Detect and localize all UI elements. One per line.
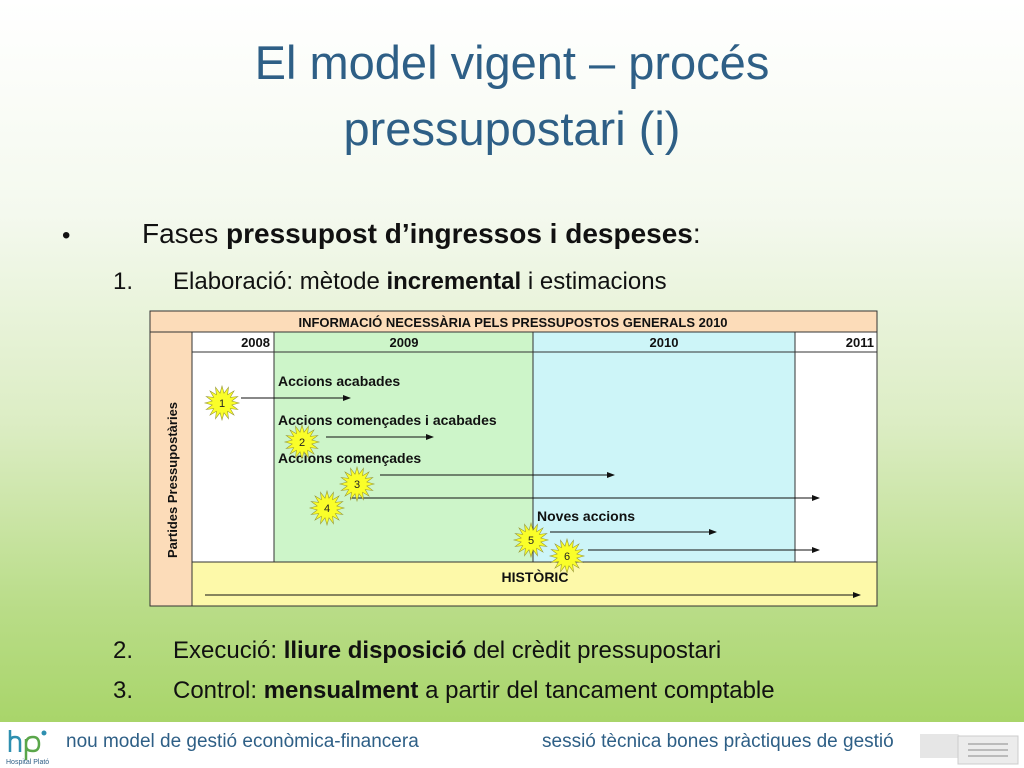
footer-left-text: nou model de gestió econòmica-financera <box>66 731 419 752</box>
item-1-prefix: Elaboració: mètode <box>173 268 387 295</box>
title-line-1: El model vigent – procés <box>254 36 770 89</box>
year-label-2009: 2009 <box>390 335 419 350</box>
marker-label-2: 2 <box>299 437 305 449</box>
label-accions-comencades-acabades: Accions començades i acabades <box>278 412 497 428</box>
body-cell-2009 <box>273 351 534 563</box>
marker-label-3: 3 <box>354 479 360 491</box>
year-label-2008: 2008 <box>241 335 270 350</box>
item-2-prefix: Execució: <box>173 637 284 664</box>
side-label: Partides Pressupostàries <box>165 402 180 558</box>
historic-cell <box>191 561 878 607</box>
marker-star-6: 6 <box>548 537 586 575</box>
footer-nav-arrow-icon <box>920 734 1019 765</box>
marker-label-1: 1 <box>219 398 225 410</box>
item-number-3: 3. <box>113 677 134 704</box>
year-label-2011: 2011 <box>846 335 874 350</box>
bullet-text: Fases pressupost d’ingressos i despeses: <box>142 218 701 250</box>
label-noves-accions: Noves accions <box>537 508 635 524</box>
bullet-bold: pressupost d’ingressos i despeses <box>226 218 693 249</box>
item-text-2: Execució: lliure disposició del crèdit p… <box>173 637 721 665</box>
marker-star-5: 5 <box>512 521 550 559</box>
footer: Hospital Plató nou model de gestió econò… <box>0 722 1024 768</box>
item-number-1: 1. <box>113 268 134 295</box>
item-3-suffix: a partir del tancament comptable <box>418 677 775 704</box>
hospital-plato-logo: Hospital Plató <box>6 730 49 766</box>
footer-right-text: sessió tècnica bones pràctiques de gesti… <box>542 731 894 752</box>
item-2-suffix: del crèdit pressupostari <box>466 637 722 664</box>
item-1-suffix: i estimacions <box>521 268 667 295</box>
title-line-2: pressupostari (i) <box>343 102 681 155</box>
historic-label: HISTÒRIC <box>502 568 569 585</box>
item-number-2: 2. <box>113 637 134 664</box>
year-label-2010: 2010 <box>650 335 679 350</box>
marker-star-3: 3 <box>338 465 376 503</box>
marker-label-5: 5 <box>528 535 534 547</box>
item-3-prefix: Control: <box>173 677 264 704</box>
item-2-bold: lliure disposició <box>283 637 467 664</box>
body-cell-2008 <box>191 351 275 563</box>
slide-title: El model vigent – procés pressupostari (… <box>112 30 912 162</box>
marker-label-6: 6 <box>564 551 570 563</box>
item-text-1: Elaboració: mètode incremental i estimac… <box>173 268 667 296</box>
bullet-prefix: Fases <box>142 218 227 249</box>
marker-star-1: 1 <box>203 384 241 422</box>
item-1-bold: incremental <box>386 268 522 295</box>
label-accions-acabades: Accions acabades <box>278 373 400 389</box>
body-cell-2010 <box>532 351 796 563</box>
item-text-3: Control: mensualment a partir del tancam… <box>173 677 775 705</box>
side-label-cell <box>149 331 193 607</box>
marker-star-4: 4 <box>308 489 346 527</box>
marker-star-2: 2 <box>283 423 321 461</box>
marker-label-4: 4 <box>324 503 330 515</box>
item-3-bold: mensualment <box>263 677 419 704</box>
logo-text: Hospital Plató <box>6 759 49 766</box>
bullet-suffix: : <box>692 218 701 249</box>
bullet-marker: • <box>62 222 71 249</box>
diagram-header: INFORMACIÓ NECESSÀRIA PELS PRESSUPOSTOS … <box>298 315 727 330</box>
body-cell-2011 <box>794 351 878 563</box>
